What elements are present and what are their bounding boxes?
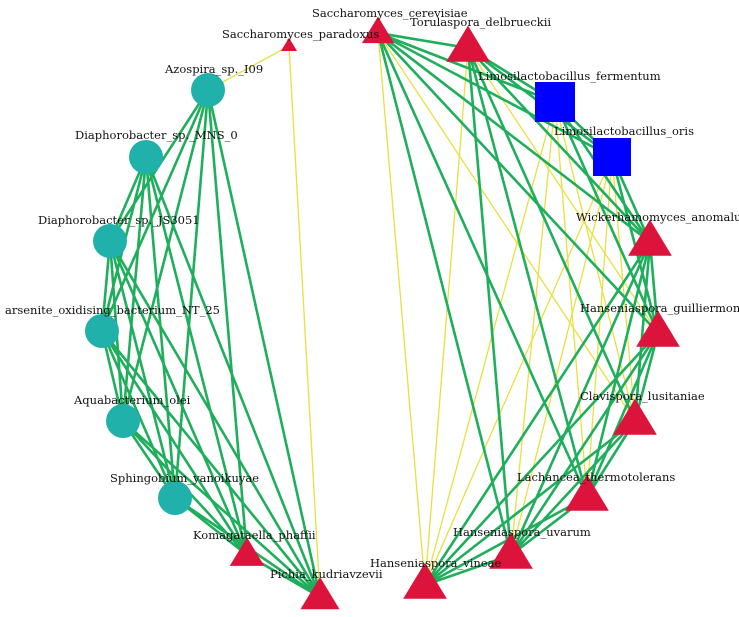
node-label-lori: Limosilactobacillus_oris bbox=[554, 124, 694, 138]
positive-edge-scer-huv bbox=[376, 32, 513, 556]
node-label-dmns: Diaphorobacter_sp._MNS_0 bbox=[75, 128, 238, 142]
positive-edge-aqua-pic bbox=[122, 420, 321, 598]
negative-edge-lori-hvin bbox=[424, 156, 613, 586]
positive-edge-wic-huv bbox=[509, 241, 652, 556]
node-label-lfer: Limosilactobacillus_fermentum bbox=[478, 69, 661, 83]
negative-edge-scer-clav bbox=[377, 32, 636, 422]
positive-edge-djs-sph bbox=[108, 240, 177, 499]
negative-edge-scer-hvin bbox=[377, 32, 426, 586]
positive-edge-hgu-huv bbox=[509, 332, 660, 556]
positive-edge-clav-huv bbox=[510, 420, 636, 556]
node-tor bbox=[446, 25, 490, 62]
positive-edge-scer-hgu bbox=[377, 32, 659, 334]
node-label-pic: Pichia_kudriavzevii bbox=[270, 567, 383, 581]
node-label-spar: Saccharomyces_paradoxus bbox=[222, 27, 379, 41]
node-label-scer: Saccharomyces_cerevisiae bbox=[312, 6, 468, 20]
node-scer bbox=[361, 16, 395, 44]
node-label-ars: arsenite_oxidising_bacterium_NT_25 bbox=[5, 303, 220, 317]
negative-edge-lori-clav bbox=[611, 156, 636, 422]
positive-edge-hgu-lach bbox=[585, 332, 660, 498]
positive-edge-wic-hvin bbox=[423, 241, 652, 586]
positive-edge-dmns-aqua bbox=[121, 156, 148, 422]
positive-edge-tor-huv bbox=[466, 47, 513, 556]
positive-edge-scer-tor bbox=[377, 31, 469, 50]
node-sph bbox=[158, 481, 192, 515]
node-lfer bbox=[535, 82, 575, 122]
positive-edge-azo-ars bbox=[100, 89, 210, 332]
positive-edge-djs-pic bbox=[108, 240, 322, 598]
positive-edge-tor-clav bbox=[466, 47, 637, 422]
node-lori bbox=[593, 138, 631, 176]
positive-edge-azo-aqua bbox=[121, 89, 210, 422]
node-label-hgu: Hanseniaspora_guilliermondii bbox=[580, 301, 739, 315]
positive-edge-tor-wic bbox=[467, 47, 651, 243]
node-clav bbox=[613, 398, 657, 435]
negative-edge-tor-hgu bbox=[467, 47, 659, 334]
node-label-djs: Diaphorobacter_sp._JS3051 bbox=[38, 213, 200, 227]
node-label-sph: Sphingobium_yanoikuyae bbox=[110, 471, 259, 485]
positive-edge-clav-hvin bbox=[424, 419, 636, 587]
negative-edge-lori-lach bbox=[586, 156, 613, 498]
node-pic bbox=[300, 576, 340, 610]
node-label-kom: Komagataella_phaffii bbox=[193, 528, 316, 542]
node-spar bbox=[280, 37, 298, 52]
node-label-aqua: Aquabacterium_olei bbox=[73, 393, 191, 407]
node-azo bbox=[191, 73, 225, 107]
positive-edge-hgu-hvin bbox=[424, 332, 659, 586]
positive-edge-wic-clav bbox=[633, 241, 652, 422]
positive-edge-azo-kom bbox=[206, 89, 249, 556]
positive-edge-azo-sph bbox=[173, 89, 210, 499]
positive-edge-wic-lach bbox=[585, 241, 652, 498]
positive-edge-dmns-pic bbox=[144, 156, 322, 598]
node-dmns bbox=[129, 140, 163, 174]
node-hvin bbox=[403, 562, 447, 599]
node-label-azo: Azospira_sp._I09 bbox=[164, 62, 263, 76]
node-wic bbox=[628, 219, 672, 256]
negative-edge-tor-hvin bbox=[424, 47, 469, 586]
positive-edge-ars-kom bbox=[100, 330, 249, 556]
positive-edge-scer-lori bbox=[377, 31, 613, 159]
positive-edge-tor-lach bbox=[466, 47, 589, 498]
node-labels: Azospira_sp._I09Diaphorobacter_sp._MNS_0… bbox=[5, 6, 739, 581]
node-label-hvin: Hanseniaspora_vineae bbox=[370, 556, 501, 570]
node-ars bbox=[85, 314, 119, 348]
negative-edge-lfer-huv bbox=[510, 101, 556, 556]
positive-edge-scer-lach bbox=[376, 32, 589, 498]
node-label-huv: Hanseniaspora_uvarum bbox=[453, 525, 591, 539]
node-kom bbox=[229, 537, 265, 566]
node-label-wic: Wickerhamomyces_anomalus bbox=[576, 210, 739, 224]
node-hgu bbox=[636, 310, 680, 347]
negative-edge-spar-pic bbox=[288, 45, 321, 598]
negative-edge-lfer-lach bbox=[554, 101, 588, 498]
node-label-clav: Clavispora_lusitaniae bbox=[580, 389, 705, 403]
node-label-lach: Lachancea_thermotolerans bbox=[517, 470, 675, 484]
positive-edge-lfer-hgu bbox=[553, 101, 660, 334]
positive-edge-azo-pic bbox=[206, 89, 322, 598]
negative-edge-lfer-hvin bbox=[424, 101, 556, 586]
negative-edge-lori-huv bbox=[510, 156, 613, 556]
positive-edge-scer-wic bbox=[377, 31, 651, 244]
positive-edge-ars-pic bbox=[100, 330, 322, 598]
node-lach bbox=[565, 474, 609, 511]
nodes bbox=[85, 16, 680, 610]
node-djs bbox=[93, 224, 127, 258]
positive-edge-djs-kom bbox=[108, 240, 249, 556]
node-label-tor: Torulaspora_delbrueckii bbox=[410, 15, 551, 29]
node-huv bbox=[489, 532, 533, 569]
node-aqua bbox=[106, 404, 140, 438]
